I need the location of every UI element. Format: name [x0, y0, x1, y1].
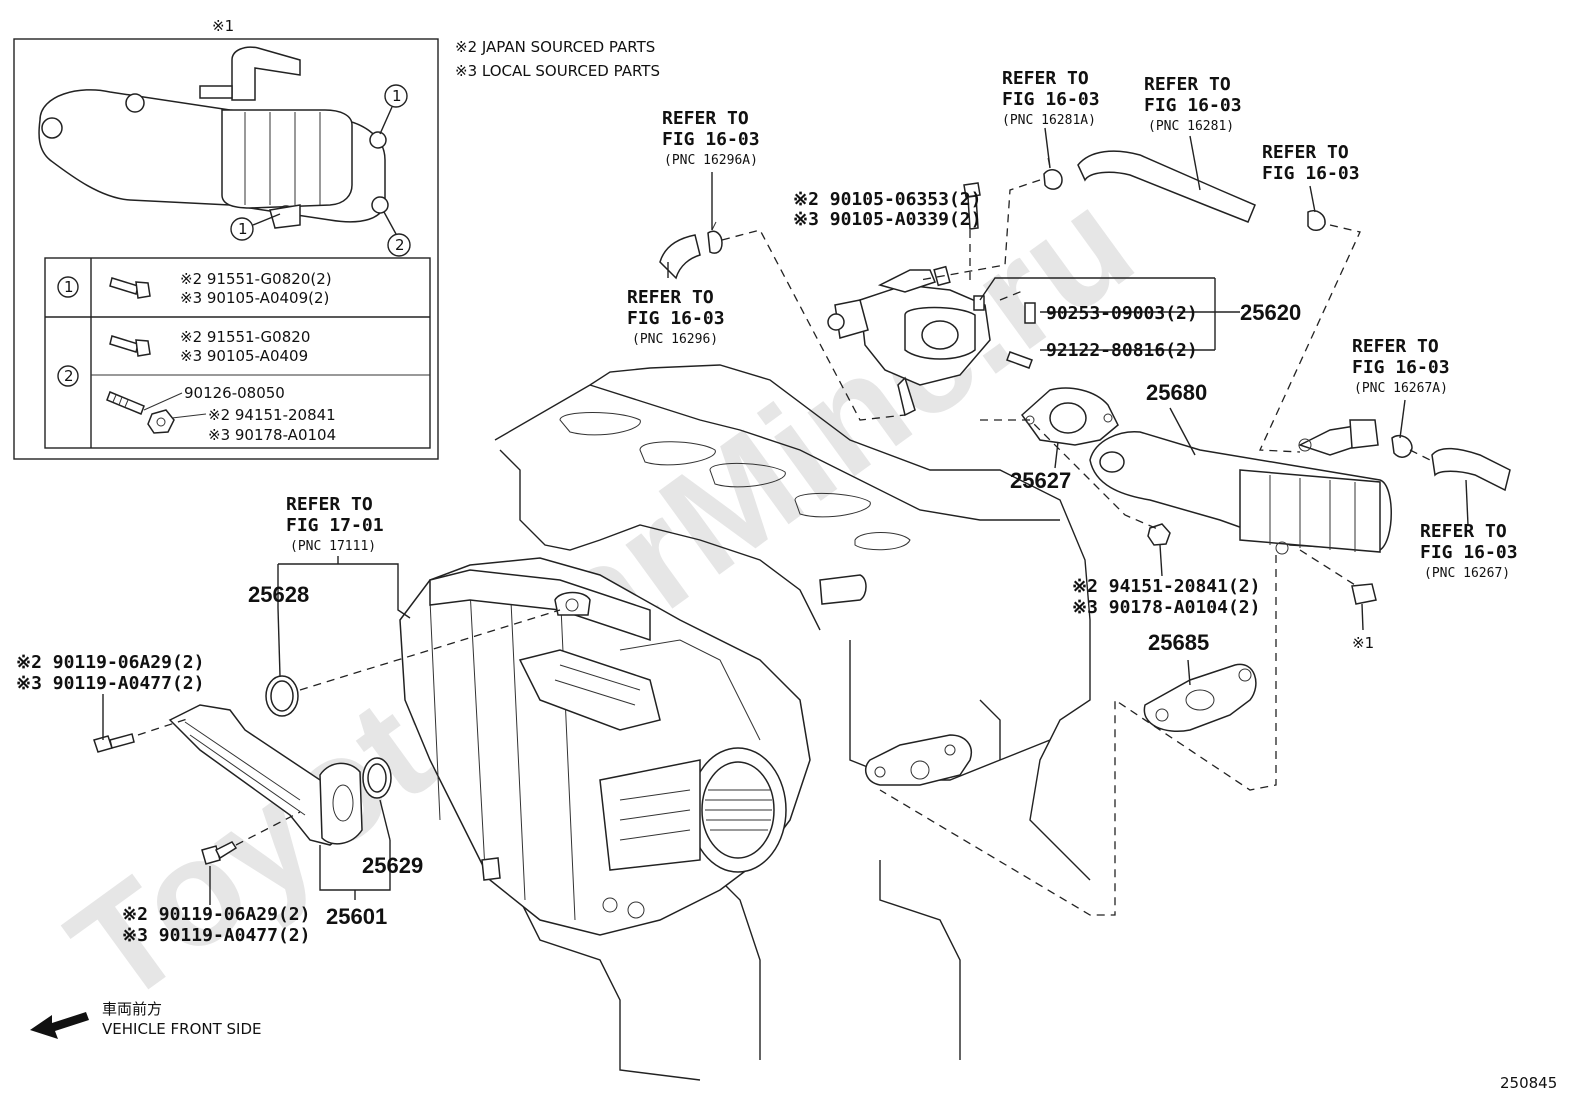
- refer-16296a-line2: FIG 16-03: [662, 129, 760, 150]
- refer-16267-line3: (PNC 16267): [1424, 566, 1510, 581]
- inset-egr-cooler: [38, 46, 389, 229]
- right-bolt: [1351, 583, 1377, 605]
- refer-16281a-line3: (PNC 16281A): [1002, 113, 1096, 128]
- refer-16281-line1: REFER TO: [1144, 74, 1231, 95]
- gasket-25627: [1020, 387, 1119, 446]
- refer-16281-line2: FIG 16-03: [1144, 95, 1242, 116]
- front-direction-arrow-icon: [30, 1012, 89, 1039]
- inset-callout-2-label: 2: [395, 236, 405, 254]
- clamp-right: [1307, 210, 1326, 231]
- top-bolt-local: ※3 90105-A0339(2): [793, 209, 981, 230]
- gasket-25629: [362, 757, 392, 799]
- bolt-icon: [109, 277, 151, 299]
- clamp-16267a: [1391, 434, 1413, 458]
- hose-16281: [1077, 150, 1256, 223]
- stud-icon: [106, 391, 145, 415]
- pin-part: 90253-09003(2): [1046, 303, 1198, 324]
- inset-callout-2: [387, 233, 411, 257]
- part-25680: 25680: [1146, 380, 1207, 405]
- refer-17111-line3: (PNC 17111): [290, 539, 376, 554]
- nut-japan: ※2 94151-20841(2): [1072, 576, 1260, 597]
- gasket-25628: [265, 675, 299, 717]
- left-bolt: [93, 733, 135, 753]
- gasket-25685: [1143, 663, 1257, 732]
- inset-frame: [13, 38, 439, 460]
- intake-manifold: [399, 557, 811, 936]
- bottom-bolt-japan: ※2 90119-06A29(2): [122, 904, 310, 925]
- inset-table: [44, 257, 431, 449]
- refer-fig1603-line1: REFER TO: [1262, 142, 1349, 163]
- row2-stud-part: 90126-08050: [184, 384, 285, 402]
- row2-japan-part: ※2 91551-G0820: [180, 328, 310, 346]
- row1-local-part: ※3 90105-A0409(2): [180, 289, 329, 307]
- stud-part: 92122-80816(2): [1046, 340, 1198, 361]
- egr-pipe: [168, 704, 363, 846]
- refer-16267a-line1: REFER TO: [1352, 336, 1439, 357]
- pin: [1024, 302, 1036, 324]
- refer-17111-line1: REFER TO: [286, 494, 373, 515]
- refer-16281a-line2: FIG 16-03: [1002, 89, 1100, 110]
- ref-1-label: ※1: [1352, 634, 1374, 652]
- refer-16296-line3: (PNC 16296): [632, 332, 718, 347]
- refer-16267-line1: REFER TO: [1420, 521, 1507, 542]
- front-label-en: VEHICLE FRONT SIDE: [102, 1020, 262, 1038]
- figure-id: 250845: [1500, 1074, 1557, 1092]
- inset-callout-1-top: [384, 84, 408, 108]
- refer-16267a-line2: FIG 16-03: [1352, 357, 1450, 378]
- top-bolt-japan: ※2 90105-06353(2): [793, 189, 981, 210]
- leader-lines: [102, 127, 1469, 905]
- row2-local-part: ※3 90105-A0409: [180, 347, 308, 365]
- nut-local: ※3 90178-A0104(2): [1072, 597, 1260, 618]
- egr-valve: [827, 265, 991, 417]
- cylinder-head-outline: [494, 364, 1091, 1081]
- part-25601: 25601: [326, 904, 387, 929]
- refer-16267a-line3: (PNC 16267A): [1354, 381, 1448, 396]
- table-key-2: 2: [64, 367, 74, 385]
- inset-callout-1-top-label: 1: [392, 87, 402, 105]
- inset-title: ※1: [212, 17, 234, 35]
- inset-callout-1-bottom-label: 1: [238, 220, 248, 238]
- inset-panel: ※1 1 1 2 1 2: [13, 17, 439, 460]
- refer-16267-line2: FIG 16-03: [1420, 542, 1518, 563]
- bottom-bolt-local: ※3 90119-A0477(2): [122, 925, 310, 946]
- refer-16296a-line1: REFER TO: [662, 108, 749, 129]
- row2-local-nut: ※3 90178-A0104: [208, 426, 336, 444]
- bottom-bolt: [201, 841, 238, 865]
- bolt-icon: [109, 335, 151, 357]
- row2-japan-nut: ※2 94151-20841: [208, 406, 336, 424]
- part-25628: 25628: [248, 582, 309, 607]
- nut: [1147, 523, 1171, 546]
- legend-japan: ※2 JAPAN SOURCED PARTS: [455, 38, 655, 56]
- throttle-body: [481, 747, 787, 919]
- refer-16296a-line3: (PNC 16296A): [664, 153, 758, 168]
- legend-local: ※3 LOCAL SOURCED PARTS: [455, 62, 660, 80]
- row1-japan-part: ※2 91551-G0820(2): [180, 270, 332, 288]
- hose-16296: [659, 234, 701, 280]
- hose-16267: [1431, 447, 1511, 492]
- stud: [1006, 351, 1033, 369]
- part-25685: 25685: [1148, 630, 1209, 655]
- top-bolt: [963, 182, 981, 230]
- inset-callout-1-bottom: [230, 217, 254, 241]
- egr-cooler: [1089, 419, 1392, 555]
- refer-16281-line3: (PNC 16281): [1148, 119, 1234, 134]
- nut-icon: [147, 409, 175, 434]
- part-25620: 25620: [1240, 300, 1301, 325]
- dashed-guides: [137, 179, 1431, 916]
- table-key-1: 1: [64, 278, 74, 296]
- clamp-16296a: [707, 221, 723, 254]
- refer-17111-line2: FIG 17-01: [286, 515, 384, 536]
- part-25627: 25627: [1010, 468, 1071, 493]
- part-25629: 25629: [362, 853, 423, 878]
- front-label-jp: 車両前方: [102, 1000, 162, 1018]
- refer-16296-line2: FIG 16-03: [627, 308, 725, 329]
- left-bolt-japan: ※2 90119-06A29(2): [16, 652, 204, 673]
- refer-16281a-line1: REFER TO: [1002, 68, 1089, 89]
- refer-16296-line1: REFER TO: [627, 287, 714, 308]
- refer-fig1603-line2: FIG 16-03: [1262, 163, 1360, 184]
- left-bolt-local: ※3 90119-A0477(2): [16, 673, 204, 694]
